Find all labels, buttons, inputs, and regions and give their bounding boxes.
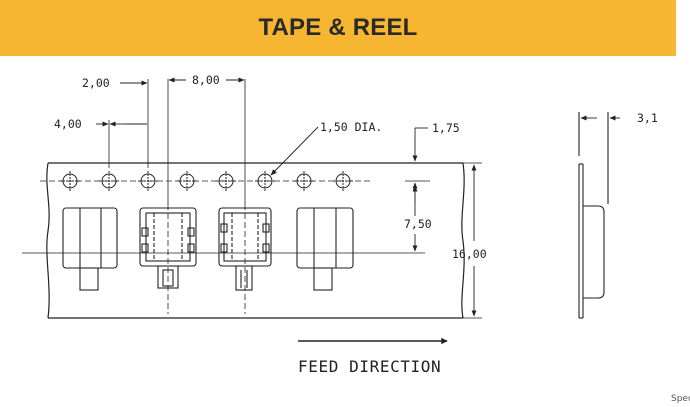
dim-edge-offset: 1,75 xyxy=(405,121,460,202)
sprocket-hole xyxy=(294,171,314,191)
sprocket-hole xyxy=(60,171,80,191)
corner-note: Spec xyxy=(671,394,690,404)
sprocket-hole xyxy=(177,171,197,191)
dim-label-8-00: 8,00 xyxy=(192,73,220,87)
pocket-1 xyxy=(62,207,118,291)
tape-reel-drawing: 2,00 8,00 4,00 1,50 DIA. 1,75 7,50 1 xyxy=(22,73,690,404)
dim-label-1-75: 1,75 xyxy=(432,121,460,135)
dim-tape-width: 16,00 xyxy=(452,162,487,319)
dim-label-7-50: 7,50 xyxy=(404,217,432,231)
pocket-2 xyxy=(139,204,197,314)
dim-label-3-1: 3,1 xyxy=(637,111,658,125)
feed-direction-arrow: FEED DIRECTION xyxy=(298,337,448,376)
feed-direction-label: FEED DIRECTION xyxy=(298,357,441,376)
extension-lines xyxy=(108,79,246,204)
tape-side-view: 3,1 xyxy=(578,111,658,319)
pocket-3 xyxy=(218,204,272,314)
sprocket-hole xyxy=(216,171,236,191)
dim-pocket-pitch: 8,00 xyxy=(168,73,245,87)
sprocket-hole xyxy=(138,171,158,191)
dim-label-1-50-dia: 1,50 DIA. xyxy=(320,120,382,134)
page-title: TAPE & REEL xyxy=(258,14,418,41)
sprocket-hole xyxy=(255,171,275,191)
dim-label-2-00: 2,00 xyxy=(82,76,110,90)
carrier-tape xyxy=(46,162,465,319)
sprocket-hole xyxy=(333,171,353,191)
sprocket-hole xyxy=(99,171,119,191)
dim-sprocket-pitch: 2,00 xyxy=(82,76,148,90)
pocket-4 xyxy=(296,207,354,291)
dim-center-offset: 7,50 xyxy=(404,185,432,252)
dim-label-4-00: 4,00 xyxy=(54,117,82,131)
dim-hole-pitch: 4,00 xyxy=(54,117,147,131)
dim-label-16-00: 16,00 xyxy=(452,247,487,261)
sprocket-holes xyxy=(60,171,353,191)
title-banner: TAPE & REEL xyxy=(0,0,676,56)
dim-hole-diameter: 1,50 DIA. xyxy=(270,120,382,176)
